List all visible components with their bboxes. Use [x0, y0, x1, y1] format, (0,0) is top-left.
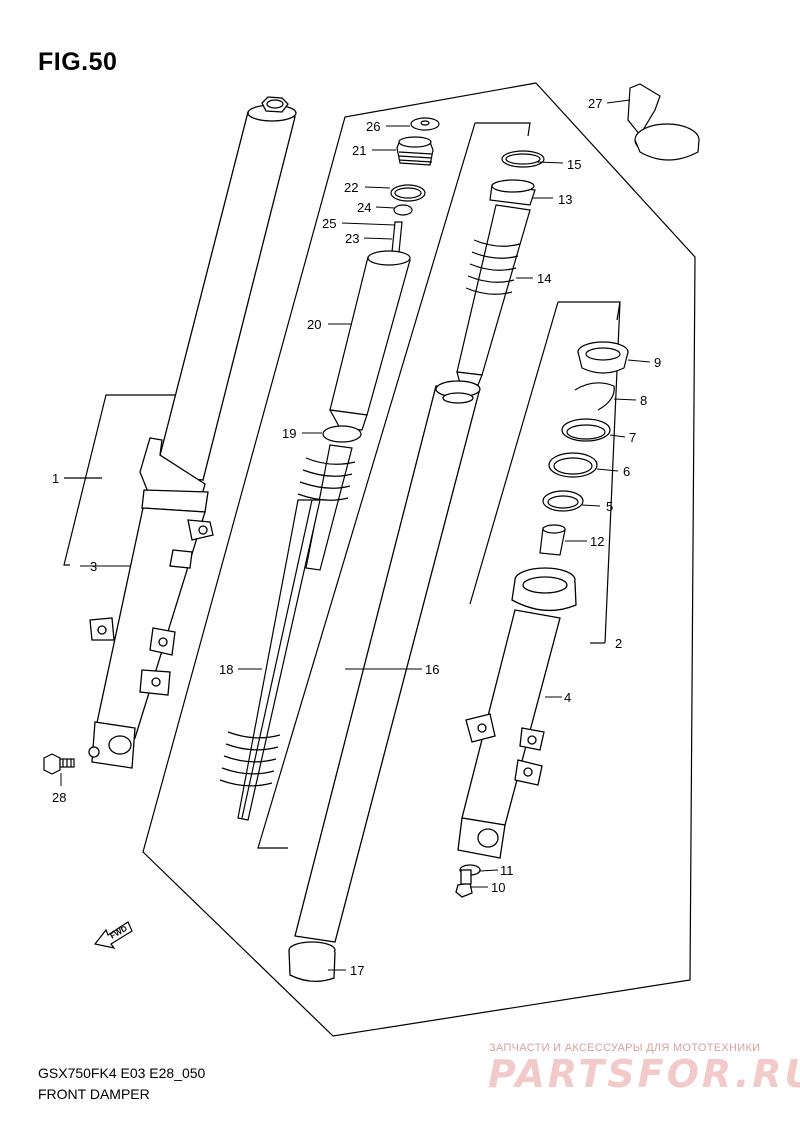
callout-14: 14	[537, 271, 551, 286]
callout-11: 11	[500, 863, 514, 878]
callout-5: 5	[606, 499, 613, 514]
model-code: GSX750FK4 E03 E28_050	[38, 1065, 206, 1081]
outer-tube-bracket	[558, 301, 621, 321]
outer-tube-bracket-left	[469, 301, 559, 605]
callout-23: 23	[345, 231, 359, 246]
callout-10: 10	[491, 880, 505, 895]
callout-26: 26	[366, 119, 380, 134]
lower-spring	[219, 731, 281, 787]
o-ring-19	[322, 425, 362, 443]
watermark-tagline: ЗАПЧАСТИ И АКСЕССУАРЫ ДЛЯ МОТОТЕХНИКИ	[489, 1042, 761, 1054]
outer-tube-group	[455, 567, 577, 898]
axle-clamp-bolt	[43, 753, 75, 775]
figure-title: FIG.50	[38, 48, 118, 76]
callout-3: 3	[90, 559, 97, 574]
cap-27	[627, 83, 700, 161]
callout-17: 17	[350, 963, 364, 978]
callout-8: 8	[640, 393, 647, 408]
damper-assembly-outline	[142, 82, 696, 1037]
adjuster-rod-23	[391, 221, 403, 253]
inner-rod-bracket	[475, 122, 531, 137]
callout-4: 4	[564, 690, 571, 705]
callout-15: 15	[567, 157, 581, 172]
seal-stack-group	[539, 341, 629, 556]
callout-13: 13	[558, 192, 572, 207]
watermark-brand: PARTSFOR.RU	[488, 1052, 800, 1096]
callout-18: 18	[219, 662, 233, 677]
inner-rod-bracket-left	[257, 122, 476, 849]
callout-16: 16	[425, 662, 439, 677]
callout-12: 12	[590, 534, 604, 549]
damper-rod-18	[237, 499, 321, 821]
spacer-tube	[456, 204, 531, 376]
rebound-spring	[297, 457, 356, 501]
callout-7: 7	[629, 430, 636, 445]
callout-21: 21	[352, 143, 366, 158]
callout-28: 28	[52, 790, 66, 805]
fork-assembly-bracket	[63, 394, 178, 566]
callout-25: 25	[322, 216, 336, 231]
damper-bolt-10	[455, 882, 473, 898]
callout-27: 27	[588, 96, 602, 111]
forward-direction-arrow: FWD	[93, 921, 133, 949]
fork-spring-14	[465, 239, 521, 295]
inner-tube-16	[294, 385, 480, 943]
stopper-ring-8	[574, 382, 615, 411]
damper-cylinder-group	[219, 117, 440, 821]
figure-caption: FRONT DAMPER	[38, 1086, 150, 1102]
callout-6: 6	[623, 464, 630, 479]
callout-24: 24	[357, 200, 371, 215]
callout-2: 2	[615, 636, 622, 651]
ring-24	[393, 204, 413, 216]
callout-19: 19	[282, 426, 296, 441]
damper-cylinder-20	[329, 256, 411, 416]
callout-1: 1	[52, 471, 59, 486]
spring-spacer-group	[456, 150, 545, 386]
group-outlines	[63, 82, 696, 1037]
callout-20: 20	[307, 317, 321, 332]
leader-lines	[60, 99, 651, 971]
callout-9: 9	[654, 355, 661, 370]
fork-inner-tube	[154, 111, 296, 481]
callout-labels: 1 2 3 4 5 6 7 8 9 10 11 12 13 14 15 16 1…	[52, 96, 661, 978]
inner-tube-group	[288, 380, 481, 982]
fork-leg-assembly	[88, 96, 297, 769]
callout-22: 22	[344, 180, 358, 195]
